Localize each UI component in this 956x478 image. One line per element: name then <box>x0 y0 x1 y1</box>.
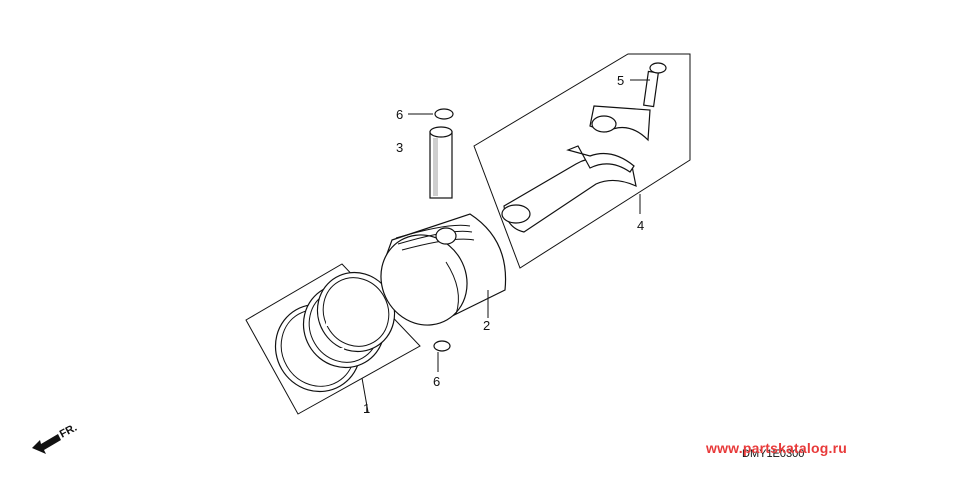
diagram-code: DMY1E0300 <box>742 448 804 460</box>
piston-skirt-edge <box>445 261 459 315</box>
callout-5: 5 <box>617 73 624 88</box>
callout-2: 2 <box>483 318 490 333</box>
ring-gap-1 <box>326 318 336 326</box>
piston-pin[interactable] <box>429 126 453 199</box>
piston[interactable] <box>365 213 507 341</box>
piston-ring-3-inner <box>322 277 390 347</box>
rod-bolt-head <box>649 62 667 74</box>
ring-gap-2 <box>334 348 344 356</box>
watermark-text: www.partskatalog.ru <box>706 440 847 456</box>
piston-pin-clip-upper[interactable] <box>408 108 454 120</box>
piston-groove-1 <box>395 224 471 239</box>
rod-small-end <box>501 204 531 224</box>
leader-1 <box>361 377 369 413</box>
clip-lower-shape <box>433 340 451 352</box>
rod-big-end <box>566 145 635 173</box>
piston-crown <box>380 234 468 326</box>
piston-rings-assembly[interactable] <box>245 258 421 415</box>
rings-frame <box>245 263 421 415</box>
front-arrow-icon <box>32 434 61 454</box>
front-marker-text: FR. <box>58 422 79 441</box>
connecting-rod-assembly[interactable] <box>473 53 691 269</box>
front-direction-marker: FR. <box>32 422 79 454</box>
piston-pin-end <box>429 126 453 138</box>
piston-pin-shade <box>433 138 438 196</box>
piston-pin-clip-lower[interactable] <box>433 340 451 372</box>
rod-cap-bore <box>591 115 617 133</box>
callout-6-lower: 6 <box>433 374 440 389</box>
callout-6-upper: 6 <box>396 107 403 122</box>
callout-3: 3 <box>396 140 403 155</box>
clip-upper-shape <box>434 108 454 120</box>
rod-bolt <box>643 70 659 108</box>
rod-frame <box>473 53 691 269</box>
piston-pin-boss <box>435 227 457 245</box>
callout-1: 1 <box>363 401 370 416</box>
callout-4: 4 <box>637 218 644 233</box>
